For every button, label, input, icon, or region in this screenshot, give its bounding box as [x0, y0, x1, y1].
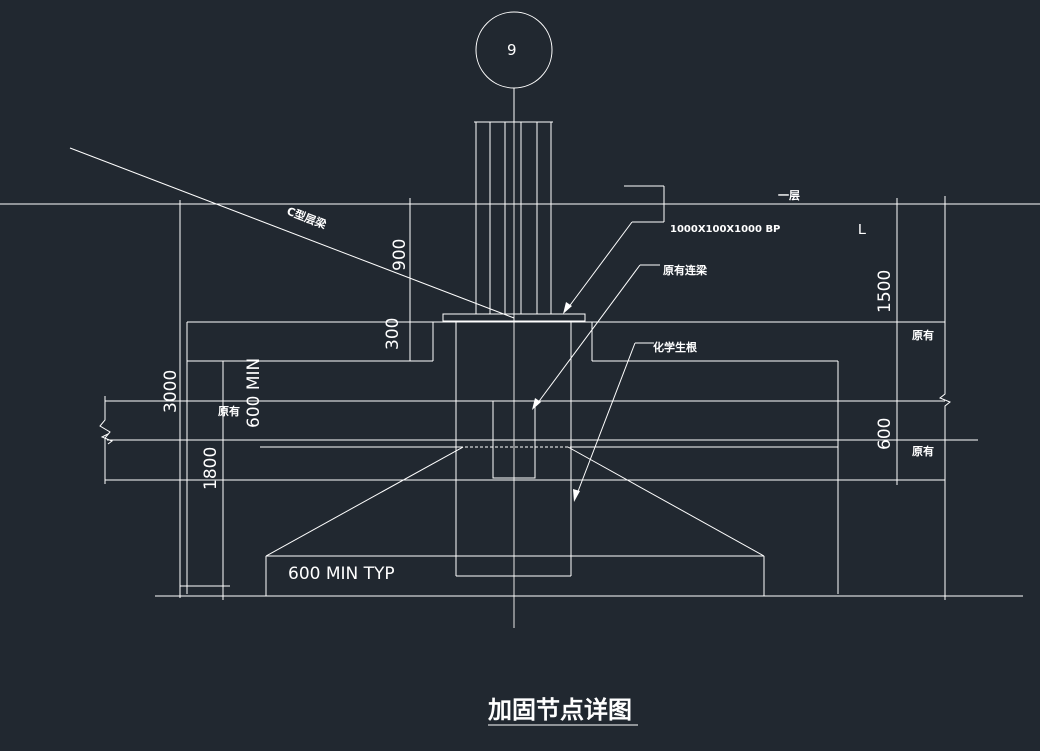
base-plate-label: 1000X100X1000 BP [670, 224, 780, 235]
grid-bubble: 9 [475, 11, 553, 125]
pipe-label: C型层梁 [285, 204, 329, 232]
steel-column [474, 121, 553, 314]
pipe-leader-line [69, 147, 515, 319]
existing-structure [186, 198, 945, 600]
dim-300: 300 [383, 318, 403, 350]
dim-3000: 3000 [161, 370, 181, 413]
existing-label-1: 原有 [912, 328, 934, 342]
chemical-anchor-label: 化学生根 [653, 340, 698, 354]
drawing-title: 加固节点详图 [488, 696, 632, 724]
floor-level-label: 一层 [778, 189, 800, 202]
beam-label: L [858, 221, 866, 238]
existing-label-3: 原有 [912, 444, 934, 458]
min-typ-label: 600 MIN TYP [288, 564, 395, 584]
existing-label-2: 原有 [218, 404, 240, 418]
dim-600-right: 600 [875, 418, 895, 450]
footing [265, 446, 765, 596]
dim-600-min: 600 MIN [244, 358, 264, 428]
dim-900: 900 [390, 239, 410, 271]
dim-1500: 1500 [875, 270, 895, 313]
existing-beam-label: 原有连梁 [663, 263, 708, 277]
dim-1800: 1800 [201, 447, 221, 490]
grid-bubble-label: 9 [507, 41, 517, 59]
base-plate [442, 313, 586, 322]
anchor-block [492, 400, 536, 479]
